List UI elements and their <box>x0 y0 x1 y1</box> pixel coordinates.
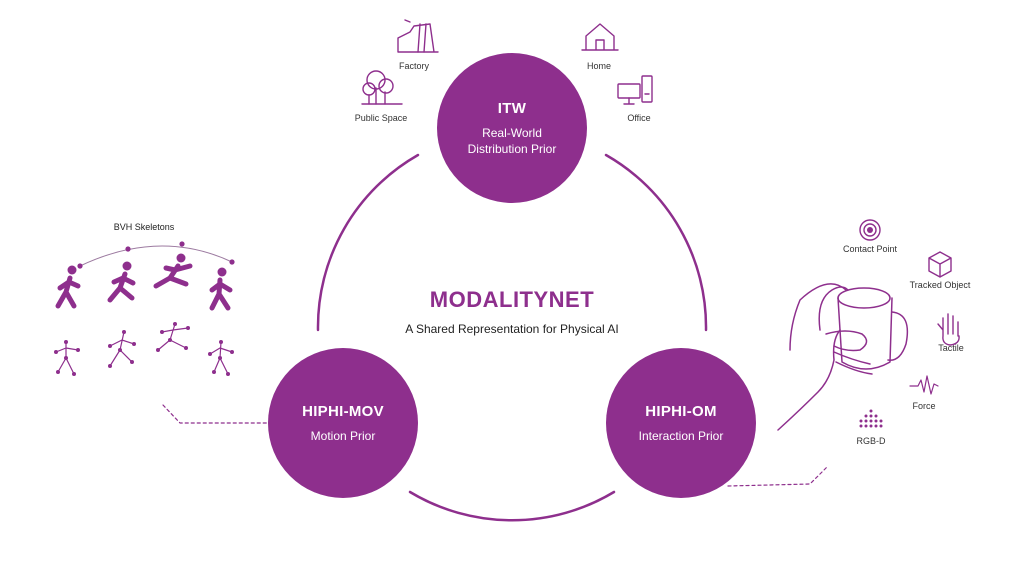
cube-icon <box>928 251 952 278</box>
hand-cup-illustration <box>777 283 909 431</box>
arc-mov-om <box>408 490 616 522</box>
node-hiphi-mov: HIPHI-MOV Motion Prior <box>268 348 418 498</box>
hand-icon <box>937 313 960 346</box>
factory-icon <box>397 19 439 53</box>
label-public-space: Public Space <box>354 113 408 123</box>
tree-icon <box>361 70 403 105</box>
leader-om <box>727 465 829 487</box>
runner-icon <box>55 253 233 311</box>
dot-grid-icon <box>859 409 883 428</box>
label-factory: Factory <box>398 61 430 71</box>
home-icon <box>581 23 619 51</box>
label-tactile: Tactile <box>938 343 964 353</box>
label-bvh-skeletons: BVH Skeletons <box>113 222 175 232</box>
waveform-icon <box>909 375 939 395</box>
label-office: Office <box>627 113 651 123</box>
center-subtitle: A Shared Representation for Physical AI <box>405 322 619 336</box>
node-itw: ITW Real-World Distribution Prior <box>437 53 587 203</box>
node-itw-title: ITW <box>497 99 527 117</box>
node-itw-subtitle: Real-World Distribution Prior <box>467 125 557 156</box>
monitor-icon <box>617 75 653 105</box>
label-home: Home <box>586 61 612 71</box>
center-title: MODALITYNET <box>429 287 595 312</box>
bvh-joint-dots <box>77 241 235 269</box>
node-hiphi-om: HIPHI-OM Interaction Prior <box>606 348 756 498</box>
label-tracked-object: Tracked Object <box>909 280 971 290</box>
node-om-subtitle: Interaction Prior <box>638 428 724 443</box>
label-contact-point: Contact Point <box>842 244 898 254</box>
skeleton-joints <box>54 322 234 376</box>
label-rgb-d: RGB-D <box>856 436 886 446</box>
node-mov-subtitle: Motion Prior <box>310 428 376 443</box>
label-force: Force <box>912 401 936 411</box>
arc-itw-om <box>604 153 708 332</box>
bvh-arc <box>79 245 233 267</box>
target-icon <box>859 219 881 241</box>
node-mov-title: HIPHI-MOV <box>302 402 384 420</box>
arc-itw-mov <box>316 153 420 332</box>
node-om-title: HIPHI-OM <box>645 402 717 420</box>
leader-mov <box>162 404 269 424</box>
